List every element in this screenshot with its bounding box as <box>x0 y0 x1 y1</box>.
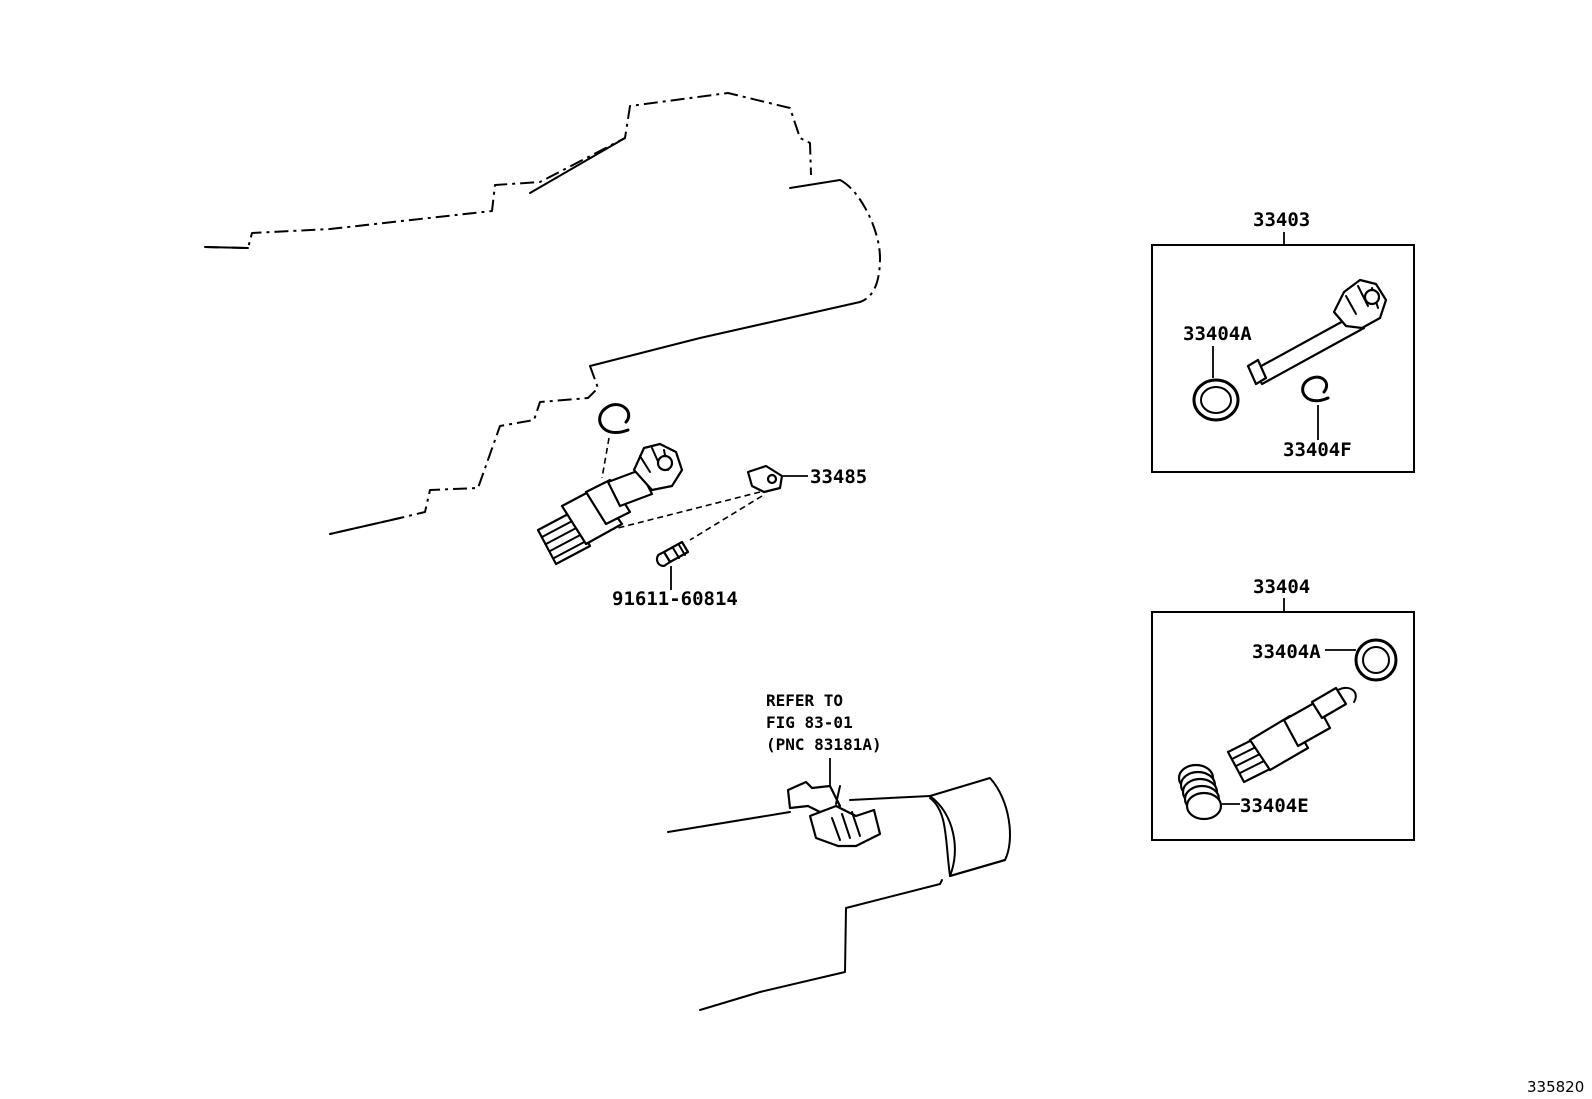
label-33404F: 33404F <box>1283 439 1352 461</box>
transmission-housing-outline <box>204 92 881 535</box>
label-33403: 33403 <box>1253 209 1310 231</box>
clip-upper <box>598 403 631 479</box>
alignment-line-plate <box>609 491 761 531</box>
lower-transmission-outline <box>667 777 1011 1011</box>
figure-number: 335820 <box>1527 1078 1584 1096</box>
spring-33404E <box>1177 763 1223 821</box>
bolt-91611-60814: 91611-60814 <box>612 540 738 610</box>
label-33404A-lower: 33404A <box>1252 641 1321 663</box>
driven-gear-assembly <box>536 442 684 566</box>
lock-plate-33485: 33485 <box>746 464 867 494</box>
speed-sensor-reference <box>786 780 882 848</box>
label-33404E: 33404E <box>1240 795 1309 817</box>
label-33485: 33485 <box>810 466 867 488</box>
kit-33403-box: 33403 33404A 33404F <box>1151 209 1415 473</box>
alignment-line-bolt <box>689 495 763 541</box>
kit-33404-box: 33404 33404A 33404E <box>1151 576 1415 841</box>
reference-line-2: FIG 83-01 <box>766 713 853 732</box>
label-33404A-upper: 33404A <box>1183 323 1252 345</box>
reference-line-1: REFER TO <box>766 691 843 710</box>
label-33404: 33404 <box>1253 576 1310 598</box>
reference-line-3: (PNC 83181A) <box>766 735 882 754</box>
label-91611-60814: 91611-60814 <box>612 588 738 610</box>
